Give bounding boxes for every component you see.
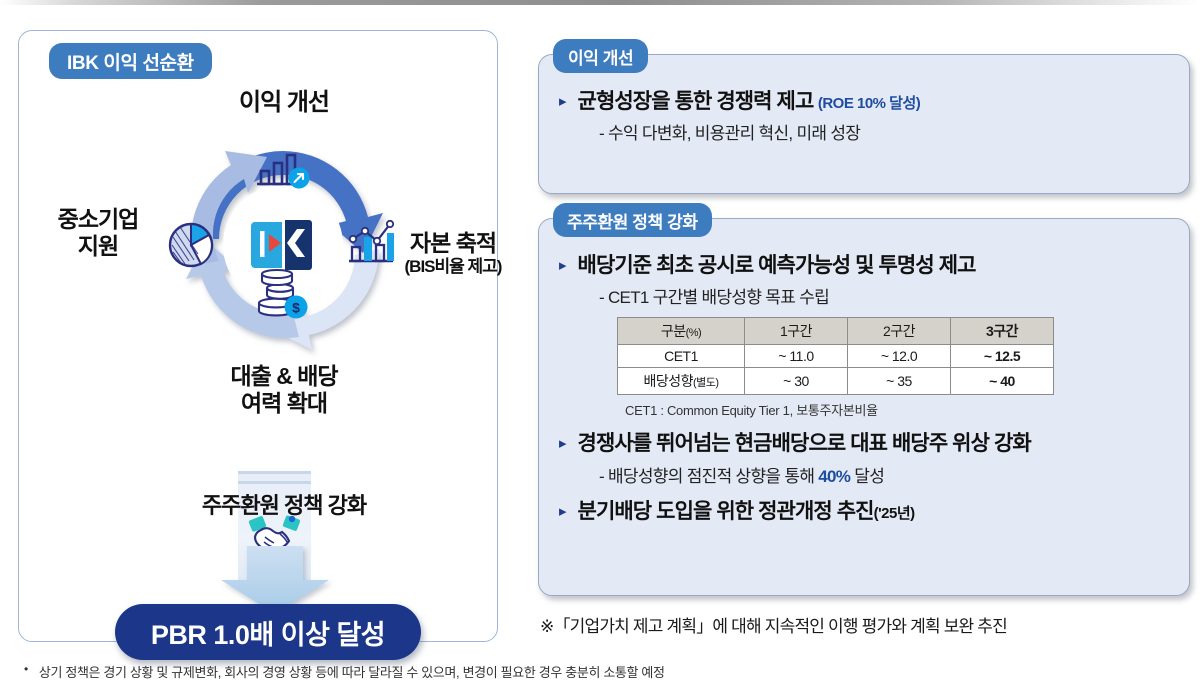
bullet-text: 배당기준 최초 공시로 예측가능성 및 투명성 제고 — [577, 254, 977, 277]
triangle-bullet-icon: ▸ — [559, 257, 567, 274]
bullet-content: 균형성장을 통한 경쟁력 제고 (ROE 10% 달성) — [578, 89, 921, 115]
table-row: 배당성향(별도) ~ 30 ~ 35 ~ 40 — [617, 367, 1054, 396]
bullet-text: 분기배당 도입을 위한 정관개정 추진 — [577, 499, 875, 523]
ibk-logo-icon — [251, 220, 312, 270]
table-header-row: 구분(%) 1구간 2구간 3구간 — [617, 317, 1054, 346]
policy-label: 주주환원 정책 강화 — [201, 493, 367, 518]
cycle-label-right: 자본 축적 (BIS비율 제고) — [389, 203, 517, 304]
subtext-pre: - 배당성향의 점진적 상향을 통해 — [599, 466, 819, 486]
header-label-sup: (%) — [685, 327, 702, 340]
cet1-table-footnote: CET1 : Common Equity Tier 1, 보통주자본비율 — [625, 403, 878, 419]
bullet-note: ('25년) — [873, 504, 916, 522]
cet1-table-wrapper: 구분(%) 1구간 2구간 3구간 CET1 ~ 11.0 ~ 12.0 ~ 1… — [617, 317, 1169, 396]
cell-value: ~ 12.0 — [847, 344, 951, 369]
pbr-goal-pill: PBR 1.0배 이상 달성 — [115, 604, 421, 660]
triangle-bullet-icon: ▸ — [559, 435, 567, 453]
virtuous-cycle-diagram: $ — [149, 121, 417, 371]
cell-value: ~ 30 — [744, 367, 848, 396]
table-header-col-1: 1구간 — [744, 317, 848, 346]
row-label: CET1 — [617, 344, 745, 369]
bullet-item: ▸ 분기배당 도입을 위한 정관개정 추진('25년) — [559, 499, 1169, 525]
bullet-content: 분기배당 도입을 위한 정관개정 추진('25년) — [577, 499, 916, 525]
triangle-bullet-icon: ▸ — [559, 502, 567, 520]
bullet-text: 균형성장을 통한 경쟁력 제고 — [577, 90, 815, 113]
cycle-center-disc — [223, 185, 343, 305]
return-panel-body: ▸ 배당기준 최초 공시로 예측가능성 및 투명성 제고 - CET1 구간별 … — [539, 219, 1189, 525]
bullet-subtext: - CET1 구간별 배당성향 목표 수립 — [599, 288, 830, 308]
footer-bullet-icon: • — [24, 662, 28, 676]
cycle-label-top: 이익 개선 — [239, 89, 330, 116]
cell-value: ~ 35 — [847, 367, 951, 396]
left-panel-tab: IBK 이익 선순환 — [49, 43, 212, 79]
bullet-subtext: - 수익 다변화, 비용관리 혁신, 미래 성장 — [599, 124, 861, 144]
bullet-text: 경쟁사를 뛰어넘는 현금배당으로 대표 배당주 위상 강화 — [577, 432, 1032, 456]
subtext-highlight: 40% — [818, 466, 851, 486]
table-row: CET1 ~ 11.0 ~ 12.0 ~ 12.5 — [617, 344, 1054, 369]
table-header-col-2: 2구간 — [847, 317, 951, 346]
cycle-svg: $ — [168, 151, 395, 350]
row-label-text: CET1 — [664, 348, 698, 365]
profit-panel-tab: 이익 개선 — [553, 39, 649, 73]
triangle-bullet-icon: ▸ — [559, 93, 567, 110]
cycle-label-right-sub: (BIS비율 제고) — [404, 257, 503, 277]
row-label-sup: (별도) — [692, 377, 719, 390]
pie-chart-icon — [168, 222, 214, 268]
cycle-arc-right — [273, 249, 379, 350]
table-header-col-3: 3구간 — [950, 317, 1054, 346]
return-panel-tab: 주주환원 정책 강화 — [553, 203, 712, 237]
star-note: ※「기업가치 제고 계획」에 대해 지속적인 이행 평가와 계획 보완 추진 — [540, 617, 1008, 636]
down-arrow-icon — [221, 546, 329, 614]
table-header-label: 구분(%) — [617, 317, 745, 346]
cell-value: ~ 40 — [950, 367, 1054, 396]
footer-text: 상기 정책은 경기 상황 및 규제변화, 회사의 경영 상황 등에 따라 달라질… — [38, 665, 665, 680]
cell-value: ~ 11.0 — [744, 344, 848, 369]
cycle-label-left: 중소기업 지원 — [57, 206, 140, 259]
shareholder-return-panel: 주주환원 정책 강화 ▸ 배당기준 최초 공시로 예측가능성 및 투명성 제고 … — [538, 203, 1190, 596]
cet1-dividend-table: 구분(%) 1구간 2구간 3구간 CET1 ~ 11.0 ~ 12.0 ~ 1… — [617, 317, 1054, 396]
row-label: 배당성향(별도) — [617, 367, 745, 396]
subtext-post: 달성 — [850, 466, 885, 486]
bullet-subtext: - 배당성향의 점진적 상향을 통해 40% 달성 — [599, 462, 1169, 487]
profit-panel-body: ▸ 균형성장을 통한 경쟁력 제고 (ROE 10% 달성) - 수익 다변화,… — [539, 55, 1189, 144]
row-label-text: 배당성향 — [643, 373, 693, 390]
bullet-item: ▸ 배당기준 최초 공시로 예측가능성 및 투명성 제고 — [559, 253, 1169, 279]
bullet-item: ▸ 경쟁사를 뛰어넘는 현금배당으로 대표 배당주 위상 강화 — [559, 431, 1169, 457]
cell-value: ~ 12.5 — [950, 344, 1054, 369]
header-label-text: 구분 — [660, 323, 686, 340]
up-arrow-glyph — [293, 172, 305, 184]
footer-disclaimer: • 상기 정책은 경기 상황 및 규제변화, 회사의 경영 상황 등에 따라 달… — [24, 662, 665, 681]
cycle-label-bottom: 대출 & 배당 여력 확대 — [230, 363, 338, 416]
cycle-label-right-main: 자본 축적 — [409, 229, 497, 256]
profit-improvement-panel: 이익 개선 ▸ 균형성장을 통한 경쟁력 제고 (ROE 10% 달성) - 수… — [538, 39, 1190, 194]
dollar-badge-icon — [284, 295, 308, 319]
top-divider-rule — [0, 0, 1200, 5]
bullet-note: (ROE 10% 달성) — [817, 95, 921, 112]
bullet-item: ▸ 균형성장을 통한 경쟁력 제고 (ROE 10% 달성) — [559, 89, 1169, 115]
dollar-glyph: $ — [292, 300, 300, 316]
bar-line-chart-icon — [348, 219, 395, 263]
left-panel-virtuous-cycle: $ 이익 개선 중소기업 지원 자본 축적 (BIS비율 제고) 대출 & 배당… — [18, 30, 502, 660]
